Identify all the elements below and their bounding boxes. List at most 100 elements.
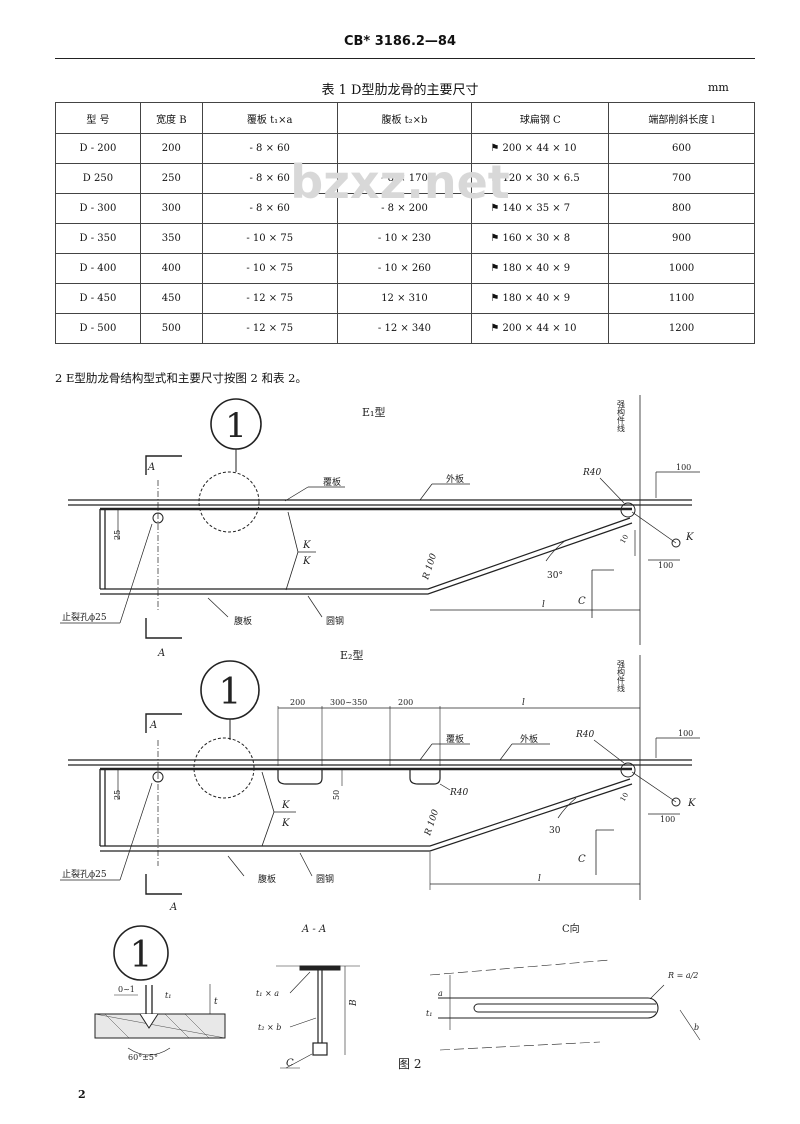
leader-line xyxy=(289,971,311,994)
angle-arc xyxy=(127,1047,171,1056)
b-label: b xyxy=(694,1023,699,1032)
cell-length: 700 xyxy=(608,163,755,194)
dim-200: 200 xyxy=(290,698,305,707)
cell-bulb: ⚑ 180 × 40 × 9 xyxy=(471,253,610,284)
t1-label: t₁ xyxy=(165,991,171,1000)
k-leader xyxy=(261,811,275,847)
leader-line xyxy=(419,483,433,501)
leader-line xyxy=(284,486,309,502)
leader-line xyxy=(207,597,229,618)
k-leader xyxy=(287,511,299,553)
end-detail xyxy=(620,762,636,778)
cell-length: 1200 xyxy=(608,313,755,344)
radius-label: R = a/2 xyxy=(667,971,698,980)
bulb-bar xyxy=(100,778,631,847)
label-bulb: 圆钢 xyxy=(326,615,344,627)
leader-line xyxy=(289,1017,317,1028)
label-structure-line: 强构件线 xyxy=(617,660,626,692)
leader-line xyxy=(307,595,323,618)
label-web: 腹板 xyxy=(258,873,276,885)
table-row: D 250 250 - 8 × 60 - 8 × 170 ⚑ 120 × 30 … xyxy=(55,163,755,194)
cover-plate-section xyxy=(299,965,341,971)
k-point xyxy=(671,797,681,807)
label-r100: R 100 xyxy=(423,808,441,838)
figure-e1: E₁型 1 A A 25 K K 覆板 xyxy=(60,395,700,659)
figure-e1-title: E₁型 xyxy=(362,405,385,419)
flag-icon: ⚑ xyxy=(490,143,500,154)
detail-marker xyxy=(113,925,169,981)
bulb-bar xyxy=(100,522,633,595)
section-mark xyxy=(145,618,182,639)
cell-cover: - 10 × 75 xyxy=(201,223,338,254)
flag-icon: ⚑ xyxy=(490,203,500,214)
section-title: A - A xyxy=(301,924,326,935)
cell-model: D - 500 xyxy=(55,313,141,344)
cell-bulb: ⚑ 200 × 44 × 10 xyxy=(471,313,610,344)
flag-icon: ⚑ xyxy=(490,173,500,184)
label-l: l xyxy=(542,600,545,610)
rounded-end xyxy=(473,1003,479,1013)
k-label: K xyxy=(687,798,696,809)
bulb-bar xyxy=(100,783,633,852)
table-row: D - 300 300 - 8 × 60 - 8 × 200 ⚑ 140 × 3… xyxy=(55,193,755,224)
cell-cover: - 12 × 75 xyxy=(201,283,338,314)
k-leader xyxy=(261,771,275,813)
cell-width: 300 xyxy=(139,193,203,224)
label-structure-line: 强构件线 xyxy=(617,400,626,432)
label-hole: 止裂孔ϕ25 xyxy=(62,868,107,880)
dim-25: 25 xyxy=(113,530,122,540)
section-a-a: A - A t₁ × a t₂ × b B C xyxy=(256,924,360,1069)
leader-line xyxy=(499,743,513,761)
header-rule xyxy=(55,58,755,59)
leader-line xyxy=(439,783,451,791)
figure-caption: 图 2 xyxy=(398,1057,421,1071)
clause-text: 2 E型肋龙骨结构型式和主要尺寸按图 2 和表 2。 xyxy=(55,371,307,385)
dim-10: 10 xyxy=(619,533,630,545)
label-r40: R40 xyxy=(449,788,469,798)
c-label: C xyxy=(578,854,586,865)
cover-dim-label: t₁ × a xyxy=(256,989,279,998)
table-unit: mm xyxy=(708,81,729,94)
break-line xyxy=(429,959,611,976)
flag-icon: ⚑ xyxy=(490,233,500,244)
dim-line xyxy=(679,1009,701,1041)
label-cover: 覆板 xyxy=(446,733,464,745)
dim-10: 10 xyxy=(619,791,630,803)
dim-50: 50 xyxy=(332,790,341,800)
table-row: D - 450 450 - 12 × 75 12 × 310 ⚑ 180 × 4… xyxy=(55,283,755,314)
watermark-text: bzxz.net xyxy=(290,155,510,209)
section-label: A xyxy=(149,720,157,731)
break-line xyxy=(439,1041,601,1051)
col-header: 端部削斜长度 l xyxy=(608,102,755,134)
angle-arc xyxy=(557,797,577,819)
hatching xyxy=(94,1013,226,1039)
c-label: C xyxy=(578,596,586,607)
lightening-slot xyxy=(409,769,441,785)
table-row: D - 500 500 - 12 × 75 - 12 × 340 ⚑ 200 ×… xyxy=(55,313,755,344)
page-number: 2 xyxy=(78,1088,86,1101)
section-mark xyxy=(145,455,182,475)
label-l: l xyxy=(538,874,541,884)
k-point xyxy=(671,538,681,548)
gap-label: 0~1 xyxy=(118,985,135,994)
detail-number: 1 xyxy=(130,935,153,976)
k-label: K xyxy=(302,556,311,567)
label-bulb: 圆钢 xyxy=(316,873,334,885)
label-r40: R40 xyxy=(582,468,602,478)
detail-1-weld: 1 0~1 60°±5° t₁ t xyxy=(94,925,226,1062)
label-outer: 外板 xyxy=(520,733,538,745)
weld-groove xyxy=(139,1013,159,1029)
detail-number: 1 xyxy=(219,672,242,713)
leader-line xyxy=(299,852,313,877)
cell-cover: - 8 × 60 xyxy=(201,133,338,164)
cell-model: D 250 xyxy=(55,163,141,194)
angle-arc xyxy=(545,539,567,562)
flag-icon: ⚑ xyxy=(490,323,500,334)
standard-number: CB* 3186.2—84 xyxy=(343,34,457,49)
leader-line xyxy=(119,782,153,881)
detail-number: 1 xyxy=(225,406,247,446)
view-title: C向 xyxy=(562,922,580,935)
dim-100: 100 xyxy=(658,561,673,570)
label-cover: 覆板 xyxy=(323,476,341,488)
